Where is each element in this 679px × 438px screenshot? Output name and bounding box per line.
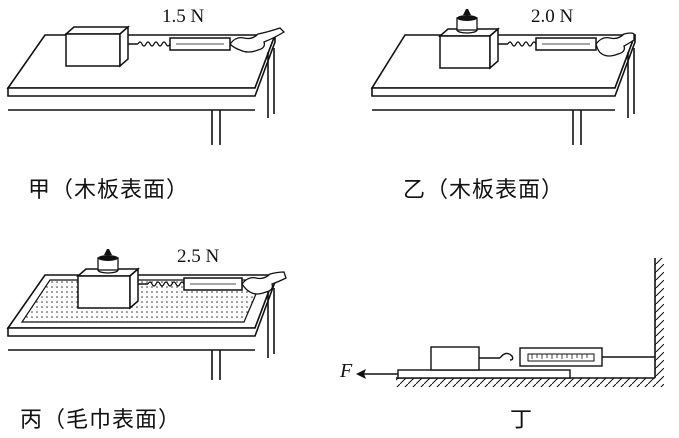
panel-yi-apparatus — [370, 9, 637, 145]
spring-scale-reading-yi: 2.0 N — [531, 6, 574, 27]
spring — [137, 41, 171, 47]
spring-scale-reading-bing: 2.5 N — [177, 246, 220, 267]
weight — [456, 9, 478, 34]
panel-ding-apparatus — [356, 258, 664, 387]
long-board — [397, 369, 571, 379]
panel-jia-apparatus — [6, 25, 286, 145]
spring-scale-reading-jia: 1.5 N — [162, 6, 205, 27]
caption-jia: 甲（木板表面） — [28, 178, 190, 203]
caption-yi: 乙（木板表面） — [403, 178, 565, 203]
force-label: F — [340, 360, 353, 382]
panel-bing-apparatus — [6, 249, 287, 380]
caption-ding: 丁 — [510, 408, 534, 433]
wood-block — [64, 26, 130, 35]
weight — [97, 249, 119, 274]
wood-block — [430, 346, 480, 371]
caption-bing: 丙（毛巾表面） — [20, 408, 182, 433]
hand — [229, 27, 286, 53]
